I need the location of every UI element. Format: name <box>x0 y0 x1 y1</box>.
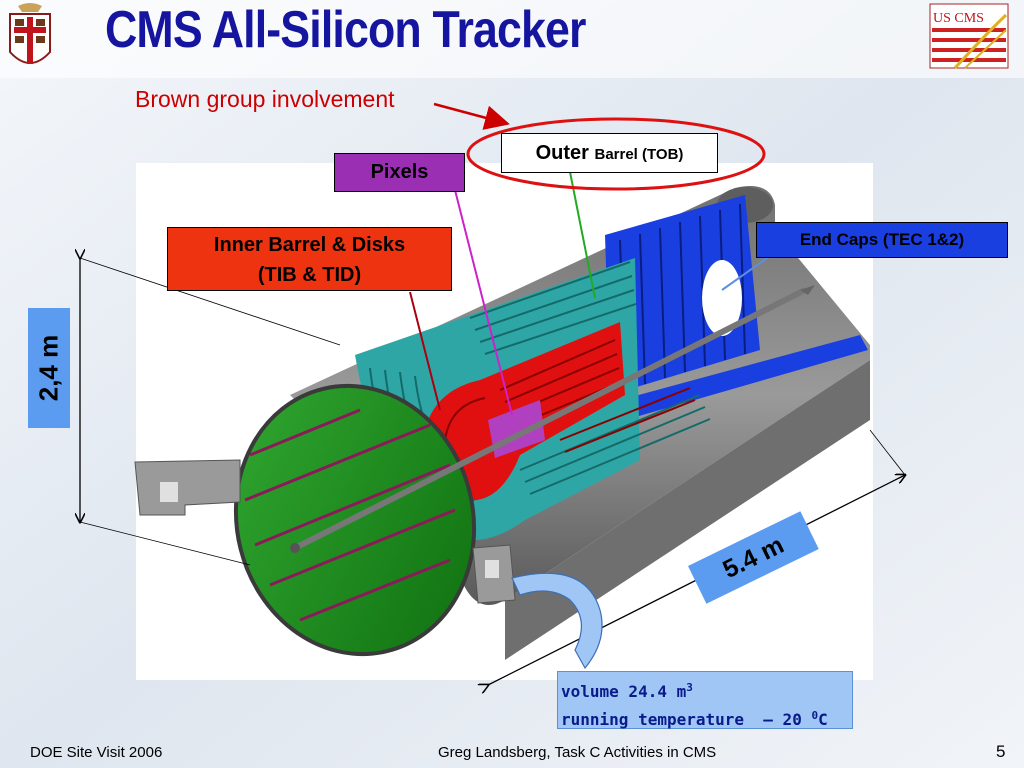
footer-author: Greg Landsberg, Task C Activities in CMS <box>438 744 717 761</box>
end-caps-tec <box>605 195 868 420</box>
height-dimension-line <box>80 258 341 566</box>
height-dimension-label: 2,4 m <box>33 334 64 402</box>
involvement-arrow <box>433 102 510 130</box>
page-title: CMS All-Silicon Tracker <box>105 1 586 59</box>
page-number: 5 <box>996 742 1006 761</box>
label-outer-main: Outer <box>535 142 589 164</box>
label-inner-barrel: Inner Barrel & Disks (TIB & TID) <box>167 227 452 291</box>
volume-info-box: volume 24.4 m3 running temperature – 20 … <box>557 671 853 729</box>
volume-text: volume 24.4 m <box>561 682 687 701</box>
volume-exponent: 3 <box>686 681 693 694</box>
height-dimension-box: 2,4 m <box>28 308 70 428</box>
volume-line: volume 24.4 m3 <box>561 676 852 704</box>
label-pixels: Pixels <box>334 153 465 192</box>
temperature-line: running temperature – 20 0C <box>561 704 852 732</box>
us-cms-logo: US CMS <box>929 3 1009 70</box>
us-cms-logo-text: US CMS <box>933 11 984 26</box>
label-pointers <box>409 171 771 416</box>
label-outer-sub: Barrel (TOB) <box>594 146 684 163</box>
tob-highlight-ellipse <box>466 117 766 191</box>
temperature-text: running temperature – 20 <box>561 710 812 729</box>
label-inner-line2: (TIB & TID) <box>257 264 362 286</box>
label-end-caps: End Caps (TEC 1&2) <box>756 222 1008 258</box>
subtitle-brown-involvement: Brown group involvement <box>135 86 395 112</box>
mounting-bracket-left <box>134 459 241 516</box>
brown-university-shield-logo <box>9 3 51 64</box>
temperature-degree: 0 <box>811 709 819 722</box>
temperature-unit: C <box>818 710 828 729</box>
label-outer-barrel: Outer Barrel (TOB) <box>501 133 718 173</box>
volume-callout-arrow <box>511 572 603 670</box>
footer-event: DOE Site Visit 2006 <box>30 744 163 761</box>
label-inner-line1: Inner Barrel & Disks <box>213 234 406 256</box>
mounting-bracket-right <box>472 544 516 604</box>
beam-pipe-rod <box>290 285 815 553</box>
